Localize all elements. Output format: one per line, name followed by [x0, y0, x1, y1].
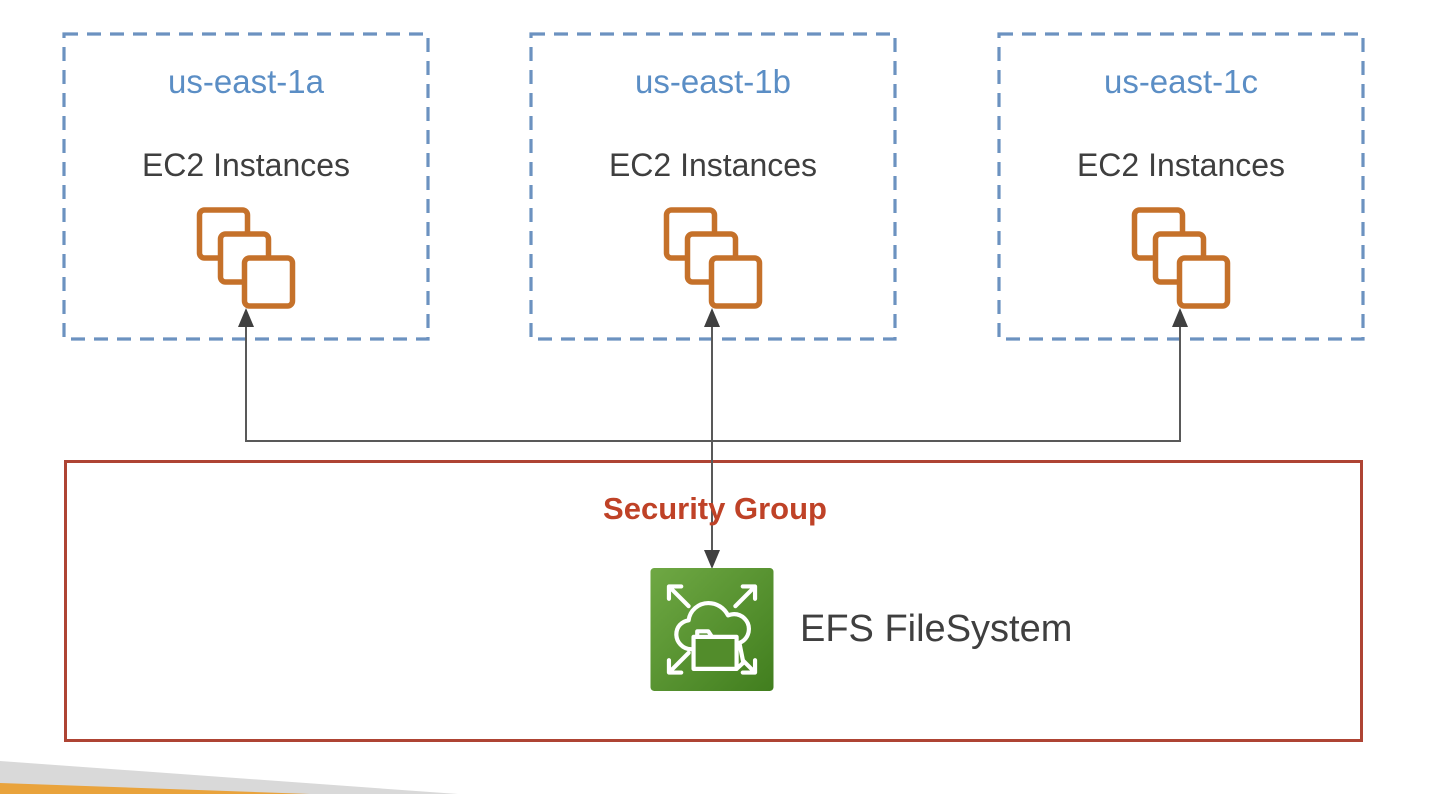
decoration-orange-wedge [0, 783, 310, 794]
cloud-icon [674, 600, 751, 652]
az-title: us-east-1a [168, 63, 324, 100]
az-box-us-east-1c: us-east-1c EC2 Instances [997, 32, 1365, 341]
expand-arrow-tl-icon [666, 584, 691, 609]
az-box-us-east-1b: us-east-1b EC2 Instances [529, 32, 897, 341]
expand-arrow-bl-icon [666, 650, 691, 675]
ec2-instances-label: EC2 Instances [1076, 147, 1286, 183]
efs-filesystem-icon [650, 568, 774, 691]
security-group-label: Security Group [603, 491, 827, 526]
expand-arrow-tr-icon [733, 584, 758, 609]
folder-icon [691, 629, 746, 671]
decoration-gray-wedge [0, 761, 458, 794]
security-group-box [64, 460, 1363, 742]
dashed-border [997, 32, 1365, 341]
connector-left-right [245, 324, 1181, 442]
ec2-instances-label: EC2 Instances [141, 147, 351, 183]
az-title: us-east-1b [635, 63, 791, 100]
ec2-instances-icon [663, 207, 762, 309]
ec2-instances-icon [1131, 207, 1230, 309]
ec2-instances-icon [196, 207, 295, 309]
az-box-us-east-1a: us-east-1a EC2 Instances [62, 32, 430, 341]
efs-filesystem-label: EFS FileSystem [800, 608, 1073, 650]
az-title: us-east-1c [1103, 63, 1259, 100]
ec2-instances-label: EC2 Instances [608, 147, 818, 183]
